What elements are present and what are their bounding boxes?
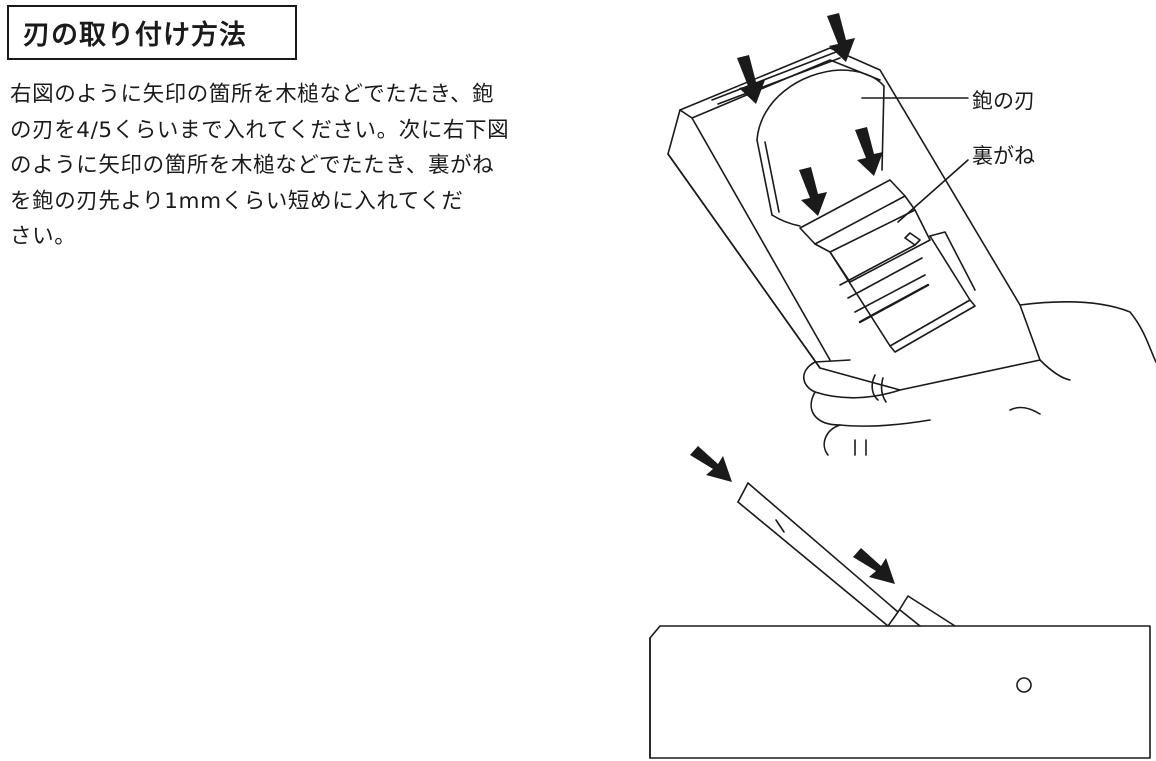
arrow-icon: [737, 55, 765, 104]
mouth-opening: [829, 231, 976, 353]
instruction-line: 右図のように矢印の箇所を木槌などでたたき、鉋: [10, 82, 495, 107]
arrow-icon: [799, 167, 827, 216]
blade-label: 鉋の刃: [972, 89, 1035, 113]
upper-arrows: [737, 13, 883, 216]
pin-hole: [1016, 677, 1032, 693]
instruction-line: を鉋の刃先より1mmくらい短めに入れてくだ: [10, 188, 464, 214]
instruction-line: の刃を4/5くらいまで入れてください。次に右下図: [10, 117, 510, 143]
side-view-plane: [649, 482, 1151, 759]
hand: [802, 301, 1156, 456]
arrow-icon: [853, 548, 895, 584]
back-iron-leader-line: [897, 159, 969, 223]
blade: [756, 69, 885, 227]
instruction-line: のように矢印の箇所を木槌などでたたき、裏がね: [10, 153, 495, 178]
arrow-icon: [855, 127, 883, 176]
back-iron-label: 裏がね: [972, 144, 1035, 168]
instruction-text: 右図のように矢印の箇所を木槌などでたたき、鉋 の刃を4/5くらいまで入れてくださ…: [10, 77, 570, 255]
instruction-line: さい。: [10, 224, 77, 249]
plane-body: [667, 47, 1041, 391]
arrow-icon: [827, 13, 855, 62]
lower-arrows: [690, 446, 895, 584]
section-title: 刃の取り付け方法: [7, 5, 297, 60]
arrow-icon: [690, 446, 732, 482]
